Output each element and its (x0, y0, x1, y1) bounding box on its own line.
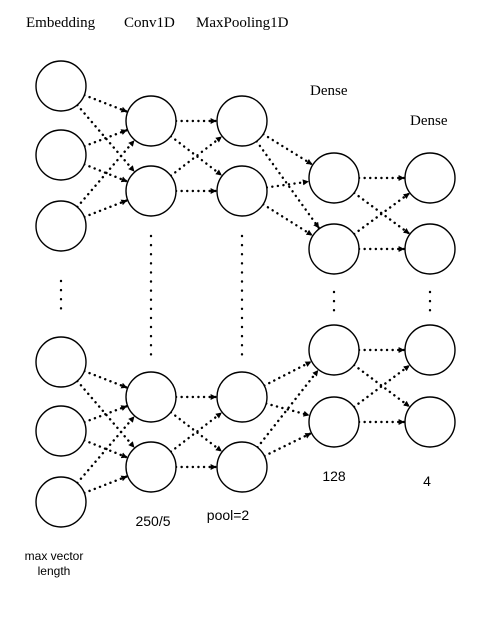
layer-title-dense-1: Dense (310, 83, 348, 99)
maxpool-node-2 (216, 165, 268, 217)
connection-arrow (83, 404, 128, 424)
connection-arrow (261, 203, 314, 237)
connections (76, 93, 411, 495)
connection-arrow (83, 199, 128, 219)
dense1-node-2 (308, 223, 360, 275)
layer-title-maxpooling1d: MaxPooling1D (196, 15, 289, 31)
conv1d-node-4 (125, 441, 177, 493)
connection-arrow (256, 369, 320, 449)
conv1d-annotation: 250/5 (135, 513, 170, 529)
connection-arrow (83, 475, 128, 495)
dense1-node-1 (308, 152, 360, 204)
connection-arrow (262, 132, 314, 166)
layer-title-dense-2: Dense (410, 113, 448, 129)
embedding-node-5 (35, 405, 87, 457)
dense2-node-3 (404, 324, 456, 376)
embedding-node-4 (35, 336, 87, 388)
connection-arrow (265, 179, 310, 189)
conv1d-node-2 (125, 165, 177, 217)
connection-arrow (264, 402, 311, 417)
connection-arrow (83, 93, 128, 113)
connection-arrow (76, 139, 136, 209)
layer-title-embedding: Embedding (26, 15, 96, 31)
connection-arrow (169, 135, 223, 177)
dense2-node-4 (404, 396, 456, 448)
connection-arrow (255, 140, 321, 230)
dense-2-annotation: 4 (423, 473, 431, 489)
connection-arrow (169, 411, 223, 453)
embedding-node-1 (35, 60, 87, 112)
embedding-note-line-2: length (38, 564, 71, 578)
connection-arrow (83, 369, 128, 389)
layer-title-conv1d: Conv1D (124, 15, 175, 31)
connection-arrow (169, 135, 223, 177)
dense2-node-2 (404, 223, 456, 275)
connection-arrow (263, 360, 313, 387)
connection-arrow (352, 363, 411, 408)
dense1-node-4 (308, 396, 360, 448)
maxpool-node-1 (216, 95, 268, 147)
connection-arrow (352, 364, 411, 409)
embedding-note-line-1: max vector (25, 549, 84, 563)
connection-arrow (76, 415, 136, 485)
dense2-node-1 (404, 152, 456, 204)
maxpool-node-4 (216, 441, 268, 493)
ellipsis-dots (59, 234, 432, 359)
dense1-node-3 (308, 324, 360, 376)
embedding-node-2 (35, 129, 87, 181)
connection-arrow (83, 128, 128, 148)
connection-arrow (263, 432, 312, 458)
maxpooling-annotation: pool=2 (207, 507, 250, 523)
nodes (35, 60, 456, 528)
maxpool-node-3 (216, 371, 268, 423)
embedding-node-6 (35, 476, 87, 528)
connection-arrow (169, 411, 223, 453)
conv1d-node-1 (125, 95, 177, 147)
embedding-node-3 (35, 200, 87, 252)
dense-1-annotation: 128 (322, 468, 346, 484)
connection-arrow (352, 192, 411, 236)
conv1d-node-3 (125, 371, 177, 423)
